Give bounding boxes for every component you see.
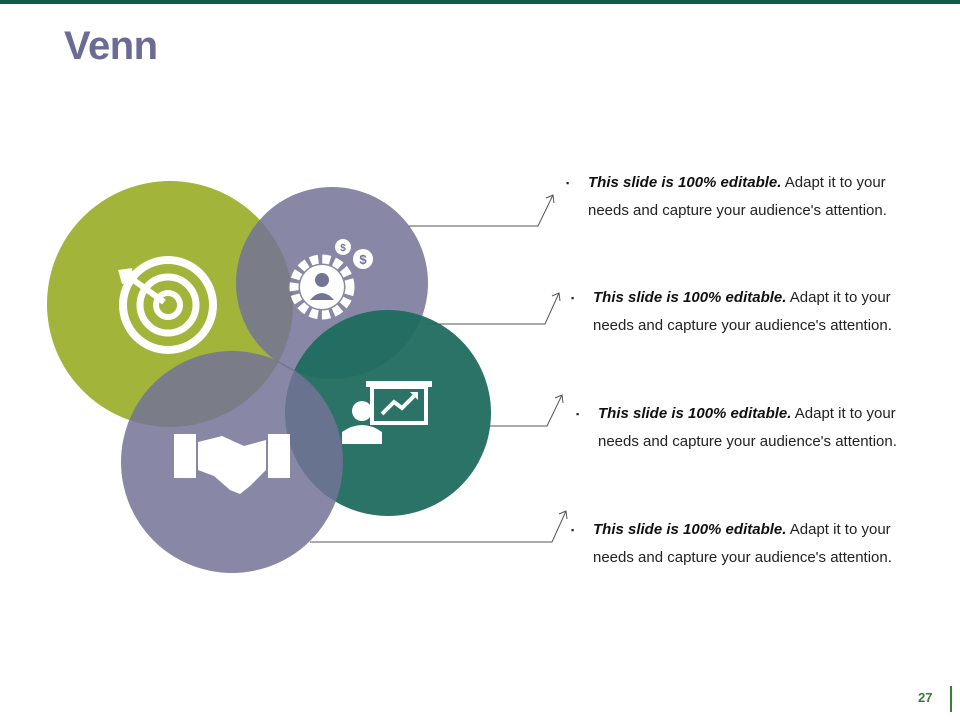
page-number: 27 — [918, 690, 933, 705]
bullet-bold-text: This slide is 100% editable. — [588, 174, 782, 191]
slide-title: Venn — [64, 24, 158, 68]
bullet-text: Adapt it to your — [781, 174, 886, 191]
presentation-icon — [342, 381, 432, 444]
bullet-text: Adapt it to your — [786, 289, 891, 306]
connector-2 — [425, 292, 561, 325]
connector-3 — [490, 394, 564, 427]
svg-text:$: $ — [359, 252, 367, 267]
bullet-text-line2: needs and capture your audience's attent… — [593, 317, 892, 334]
bullet-text: Adapt it to your — [786, 521, 891, 538]
bullet-item-1: ▪ This slide is 100% editable. Adapt it … — [566, 169, 926, 225]
svg-text:$: $ — [340, 243, 346, 254]
bullet-item-2: ▪ This slide is 100% editable. Adapt it … — [571, 284, 931, 340]
top-accent-bar — [0, 0, 960, 4]
bullet-text-line2: needs and capture your audience's attent… — [593, 549, 892, 566]
settings-person-icon: $ $ — [289, 239, 373, 320]
connector-4 — [310, 510, 568, 543]
bullet-item-3: ▪ This slide is 100% editable. Adapt it … — [576, 400, 936, 456]
bullet-bold-text: This slide is 100% editable. — [593, 289, 787, 306]
bullet-bold-text: This slide is 100% editable. — [593, 521, 787, 538]
page-number-divider — [950, 686, 952, 712]
connectors — [310, 194, 568, 543]
bullet-item-4: ▪ This slide is 100% editable. Adapt it … — [571, 516, 931, 572]
target-icon — [118, 256, 217, 354]
connector-1 — [408, 194, 555, 227]
handshake-icon — [174, 434, 290, 494]
bullet-marker: ▪ — [571, 293, 575, 303]
bullet-text-line2: needs and capture your audience's attent… — [598, 433, 897, 450]
bullet-marker: ▪ — [566, 178, 570, 188]
bullet-marker: ▪ — [576, 409, 580, 419]
bullet-bold-text: This slide is 100% editable. — [598, 405, 792, 422]
bullet-text-line2: needs and capture your audience's attent… — [588, 202, 887, 219]
bullet-text: Adapt it to your — [791, 405, 896, 422]
bullet-marker: ▪ — [571, 525, 575, 535]
